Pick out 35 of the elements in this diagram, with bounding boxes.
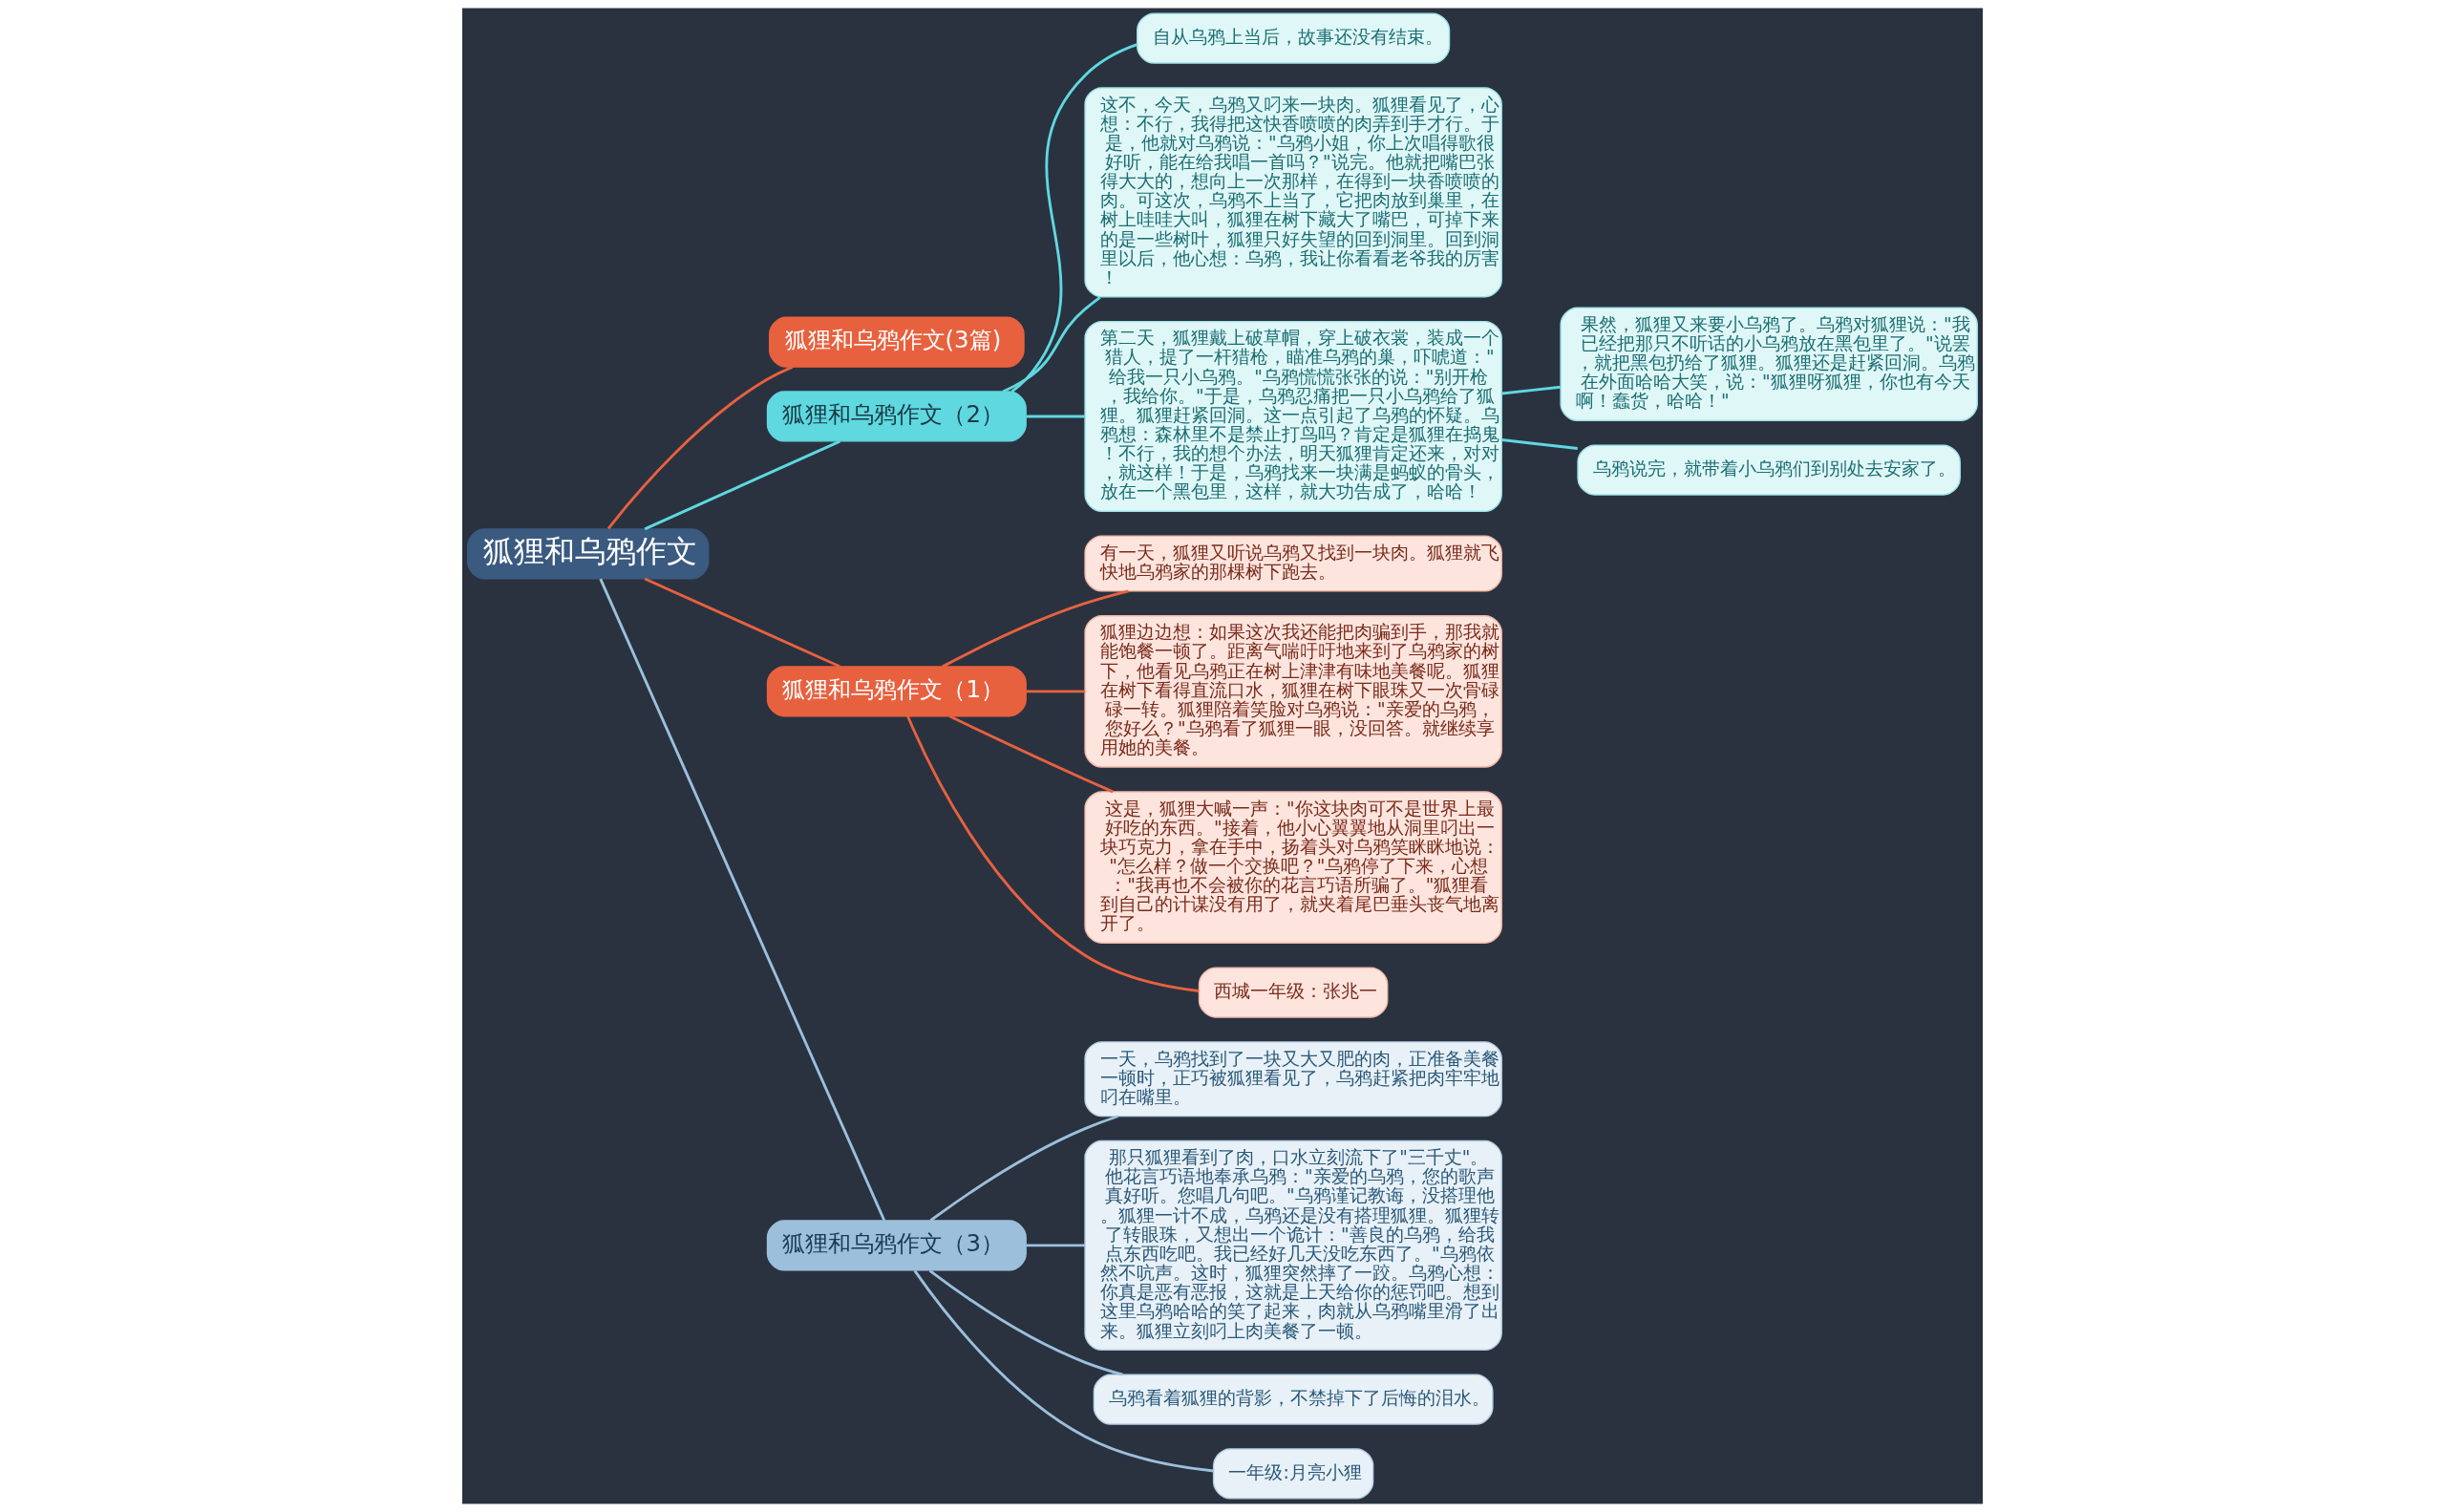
node-box: 乌鸦说完，就带着小乌鸦们到别处去安家了。: [1577, 444, 1961, 496]
node-box: 西城一年级：张兆一: [1198, 967, 1389, 1018]
node-box: 狐狸和乌鸦作文(3篇): [769, 316, 1025, 368]
connector: [1026, 1244, 1085, 1247]
node-box: 狐狸和乌鸦作文（3）: [766, 1220, 1027, 1271]
connector: [1002, 295, 1101, 394]
node-box: 第二天，狐狸戴上破草帽，穿上破衣裳，装成一个猎人，提了一杆猎枪，瞄准乌鸦的巢，吓唬道："给我一只小乌鸦。"乌鸦慌慌张张的说："别开枪，我给你。"于是，乌鸦忍痛把一只小乌鸦给了狐狸。狐狸赶紧回洞。这一点引起了乌鸦的怀疑。乌鸦想：森林里不是禁止打鸟吗？肯定是狐狸在捣鬼！不行，我的想个办法，明天狐狸肯定还来，对对，就这样！于是，乌鸦找来一块满是蚂蚁的骨头，放在一个黑包里，这样，就大功告成了，哈哈！: [1084, 320, 1502, 512]
node-box: 狐狸和乌鸦作文: [467, 528, 710, 580]
node-box: 乌鸦看着狐狸的背影，不禁掉下了后悔的泪水。: [1093, 1374, 1494, 1425]
connector: [942, 589, 1129, 669]
connector: [1026, 415, 1085, 418]
connector: [913, 1269, 1214, 1473]
connector: [1010, 43, 1137, 394]
node-box: 这是，狐狸大喊一声："你这块肉可不是世界上最好吃的东西。"接着，他小心翼翼地从洞里叼出一块巧克力，拿在手中，扬着头对乌鸦笑眯眯地说："怎么样？做一个交换吧？"乌鸦停了下来，心想："我再也不会被你的花言巧语所骗了。"狐狸看到自己的计谋没有用了，就夹着尾巴垂头丧气地离开了。: [1084, 791, 1502, 944]
node-box: 果然，狐狸又来要小乌鸦了。乌鸦对狐狸说："我已经把那只不听话的小乌鸦放在黑包里了。"说罢，就把黑包扔给了狐狸。狐狸还是赶紧回洞。乌鸦在外面哈哈大笑，说："狐狸呀狐狸，你也有今天啊！蠢货，哈哈！": [1560, 307, 1978, 421]
node-box: 狐狸边边想：如果这次我还能把肉骗到手，那我就能饱餐一顿了。距离气喘吁吁地来到了乌鸦家的树下，他看见乌鸦正在树上津津有味地美餐呢。狐狸在树下看得直流口水，狐狸在树下眼珠又一次骨碌碌一转。狐狸陪着笑脸对乌鸦说："亲爱的乌鸦，您好么？"乌鸦看了狐狸一眼，没回答。就继续享用她的美餐。: [1084, 614, 1502, 768]
connector: [599, 578, 886, 1222]
connector: [948, 714, 1114, 794]
node-box: 一天，乌鸦找到了一块又大又肥的肉，正准备美餐一顿时，正巧被狐狸看见了，乌鸦赶紧把肉牢牢地叼在嘴里。: [1084, 1041, 1502, 1118]
connector: [606, 366, 794, 530]
connector: [644, 577, 840, 669]
connector: [906, 715, 1200, 992]
node-box: 自从乌鸦上当后，故事还没有结束。: [1137, 12, 1451, 64]
node-box: 有一天，狐狸又听说乌鸦又找到一块肉。狐狸就飞快地乌鸦家的那棵树下跑去。: [1084, 535, 1502, 592]
connector: [1501, 438, 1578, 450]
connector: [1026, 690, 1085, 693]
node-box: 那只狐狸看到了肉，口水立刻流下了"三千丈"。他花言巧语地奉承乌鸦："亲爱的乌鸦，您的歌声真好听。您唱几句吧。"乌鸦谨记教诲，没搭理他。狐狸一计不成，乌鸦还是没有搭理狐狸。狐狸转了转眼珠，又想出一个诡计："善良的乌鸦，给我点东西吃吧。我已经好几天没吃东西了。"乌鸦依然不吭声。这时，狐狸突然摔了一跤。乌鸦心想：你真是恶有恶报，这就是上天给你的惩罚吧。想到这里乌鸦哈哈的笑了起来，肉就从乌鸦嘴里滑了出来。狐狸立刻叼上肉美餐了一顿。: [1084, 1139, 1502, 1352]
connector: [928, 1269, 1123, 1376]
connector: [1501, 385, 1562, 395]
connector: [929, 1115, 1118, 1222]
node-box: 一年级:月亮小狸: [1212, 1448, 1374, 1500]
connector: [644, 439, 840, 531]
node-box: 狐狸和乌鸦作文（2）: [766, 391, 1027, 442]
node-box: 狐狸和乌鸦作文（1）: [766, 666, 1027, 717]
node-box: 这不，今天，乌鸦又叼来一块肉。狐狸看见了，心想：不行，我得把这快香喷喷的肉弄到手才行。于是，他就对乌鸦说："乌鸦小姐，你上次唱得歌很好听，能在给我唱一首吗？"说完。他就把嘴巴张得大大的，想向上一次那样，在得到一块香喷喷的肉。可这次，乌鸦不上当了，它把肉放到巢里，在树上哇哇大叫，狐狸在树下藏大了嘴巴，可掉下来的是一些树叶，狐狸只好失望的回到洞里。回到洞里以后，他心想：乌鸦，我让你看看老爷我的厉害！: [1084, 87, 1502, 298]
